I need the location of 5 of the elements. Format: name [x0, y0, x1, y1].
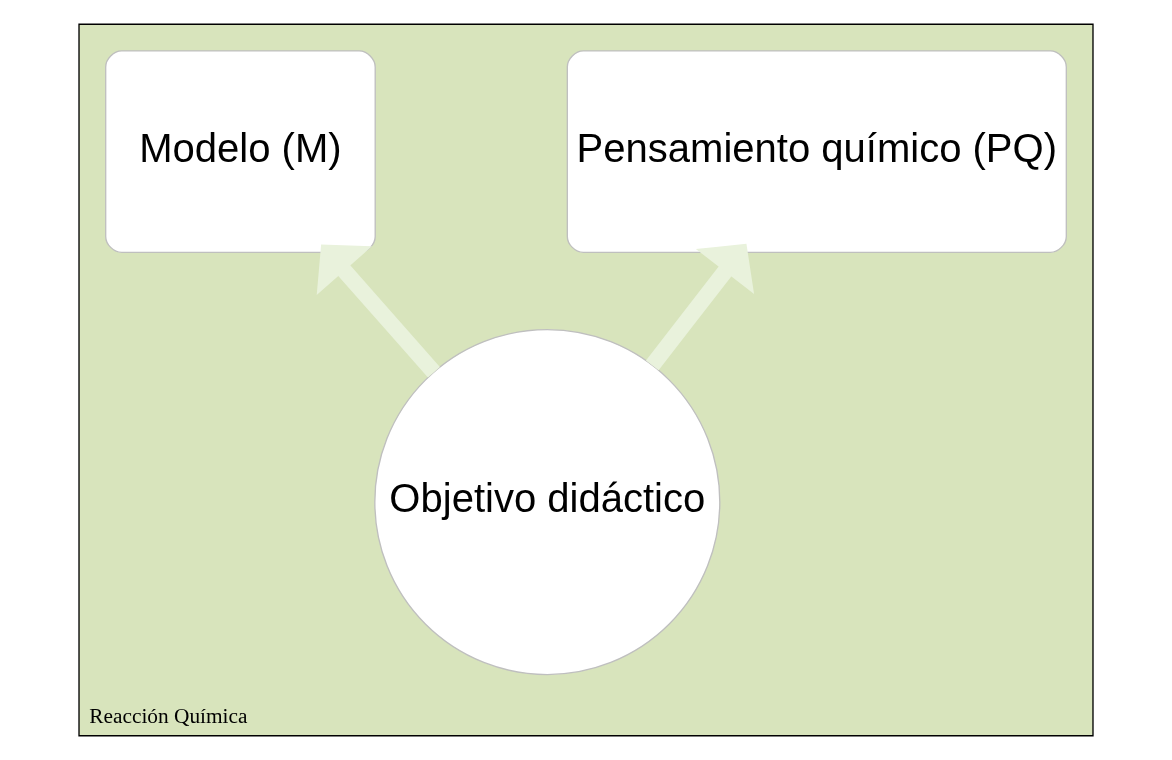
node-circle: Objetivo didáctico — [374, 328, 721, 676]
arrow — [645, 243, 755, 371]
node-box: Modelo (M) — [105, 50, 376, 254]
node-box: Pensamiento químico (PQ) — [566, 50, 1067, 254]
arrow — [316, 244, 440, 378]
